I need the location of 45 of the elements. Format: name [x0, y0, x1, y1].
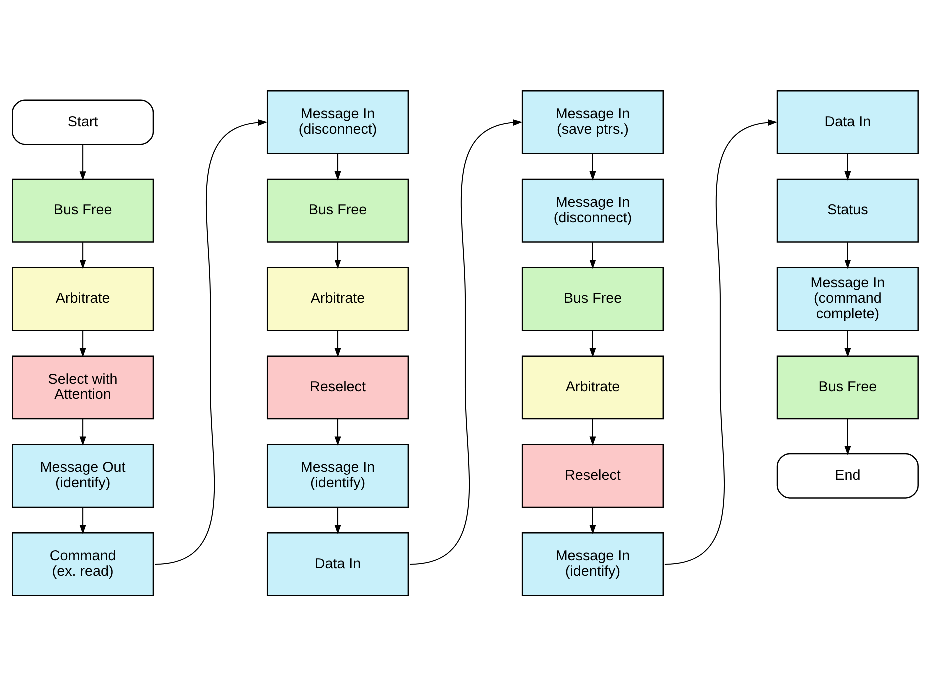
arrow: [334, 154, 342, 180]
arrow: [154, 119, 268, 565]
arrow: [590, 507, 596, 534]
node-box: Message In (save ptrs.): [522, 90, 664, 154]
arrow: [334, 507, 342, 534]
node-box: Status: [776, 178, 919, 242]
node-box: End: [776, 452, 919, 498]
arrow: [80, 330, 86, 358]
arrow: [844, 154, 852, 180]
arrow: [334, 418, 342, 446]
node-box: Bus Free: [266, 178, 410, 242]
arrow: [590, 418, 596, 446]
node-box: Message In (command complete): [776, 266, 919, 331]
arrow: [80, 242, 86, 269]
node-box: Message In (identify): [266, 444, 410, 508]
node-box: Data In: [776, 90, 919, 154]
arrow: [80, 507, 86, 534]
arrow: [844, 330, 852, 358]
arrow: [590, 242, 596, 269]
node-box: Reselect: [266, 355, 410, 420]
node-box: Data In: [266, 532, 410, 596]
arrow: [410, 119, 523, 565]
node-box: Message In (disconnect): [522, 178, 664, 242]
node-box: Message In (disconnect): [266, 90, 410, 154]
node-box: Arbitrate: [266, 266, 410, 331]
node-box: Select with Attention: [12, 355, 154, 420]
arrow: [844, 242, 852, 269]
node-box: Message In (identify): [522, 532, 664, 596]
node-box: Arbitrate: [12, 266, 154, 331]
node-box: Bus Free: [522, 266, 664, 331]
node-box: Start: [12, 99, 154, 145]
node-box: Reselect: [522, 444, 664, 508]
node-box: Arbitrate: [522, 355, 664, 420]
arrow: [590, 154, 596, 180]
arrow: [80, 144, 86, 180]
arrow: [334, 242, 342, 269]
arrow: [80, 418, 86, 446]
node-box: Bus Free: [12, 178, 154, 242]
arrow: [844, 418, 852, 456]
node-box: Command (ex. read): [12, 532, 154, 596]
node-box: Message Out (identify): [12, 444, 154, 508]
arrow: [334, 330, 342, 358]
arrow: [664, 119, 778, 565]
arrow: [590, 330, 596, 358]
node-box: Bus Free: [776, 355, 919, 420]
